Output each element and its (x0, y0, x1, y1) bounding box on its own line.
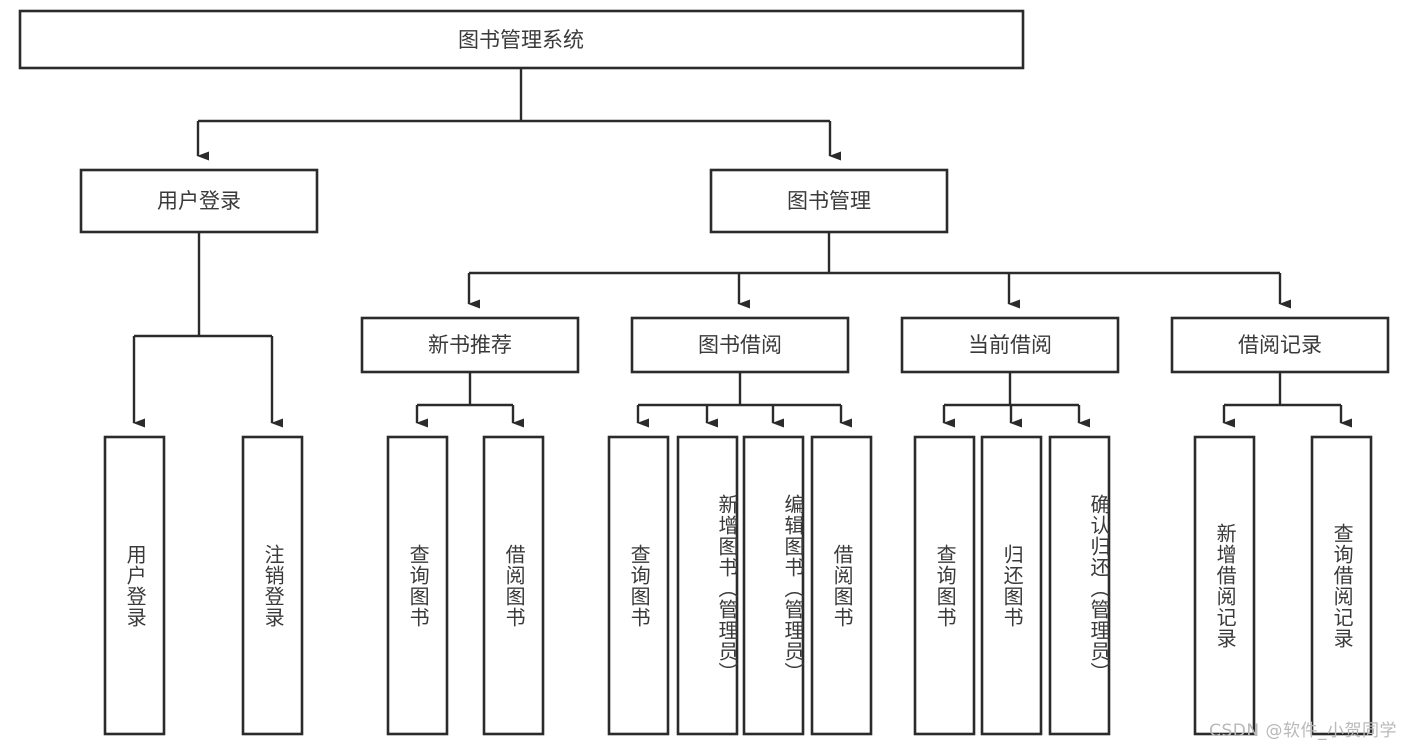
node-borrow-record[interactable]: 借阅记录 (1170, 316, 1390, 374)
connector-current-borrow-to-leaves (942, 372, 1090, 428)
connector-borrow-record-to-leaves (1222, 372, 1352, 428)
leaf-user-logout-box[interactable] (241, 435, 304, 736)
leaf-borrow-book-1-box[interactable] (482, 435, 545, 736)
node-current-borrow-box[interactable] (900, 316, 1120, 374)
node-user-login-label: 用户登录 (157, 189, 241, 213)
leaf-add-book-box[interactable] (676, 435, 739, 736)
node-root[interactable]: 图书管理系统 (18, 9, 1025, 70)
connector-root-to-level2 (196, 68, 841, 161)
node-borrow-record-label: 借阅记录 (1238, 333, 1322, 357)
node-book-manage[interactable]: 图书管理 (709, 168, 949, 234)
leaf-user-login-box[interactable] (103, 435, 166, 736)
leaf-query-record-box[interactable] (1310, 435, 1373, 736)
leaf-return-book-box[interactable] (980, 435, 1043, 736)
node-current-borrow[interactable]: 当前借阅 (900, 316, 1120, 374)
node-user-login[interactable]: 用户登录 (79, 168, 319, 234)
watermark-text: CSDN @软件_小贺同学 (1209, 721, 1397, 741)
node-new-book-recommend[interactable]: 新书推荐 (360, 316, 580, 374)
leaf-confirm-return-box[interactable] (1048, 435, 1111, 736)
node-book-borrow[interactable]: 图书借阅 (630, 316, 850, 374)
leaf-add-record-box[interactable] (1193, 435, 1256, 736)
node-book-borrow-label: 图书借阅 (698, 333, 782, 357)
node-new-book-recommend-box[interactable] (360, 316, 580, 374)
node-new-book-recommend-label: 新书推荐 (428, 333, 512, 357)
connector-book-borrow-to-leaves (636, 372, 852, 428)
connector-user-login-to-leaves (132, 232, 283, 428)
leaf-edit-book-box[interactable] (742, 435, 805, 736)
node-current-borrow-label: 当前借阅 (968, 333, 1052, 357)
leaf-query-book-2-box[interactable] (607, 435, 670, 736)
connector-book-manage-to-level3 (467, 232, 1291, 309)
node-user-login-box[interactable] (79, 168, 319, 234)
leaf-borrow-book-2-box[interactable] (810, 435, 873, 736)
leaf-boxes (103, 435, 1373, 736)
leaf-query-book-3-box[interactable] (913, 435, 976, 736)
node-root-box[interactable] (18, 9, 1025, 70)
connector-new-book-recommend-to-leaves (415, 372, 524, 428)
node-root-label: 图书管理系统 (458, 28, 584, 52)
leaf-query-book-1-box[interactable] (386, 435, 449, 736)
node-book-manage-label: 图书管理 (787, 189, 871, 213)
